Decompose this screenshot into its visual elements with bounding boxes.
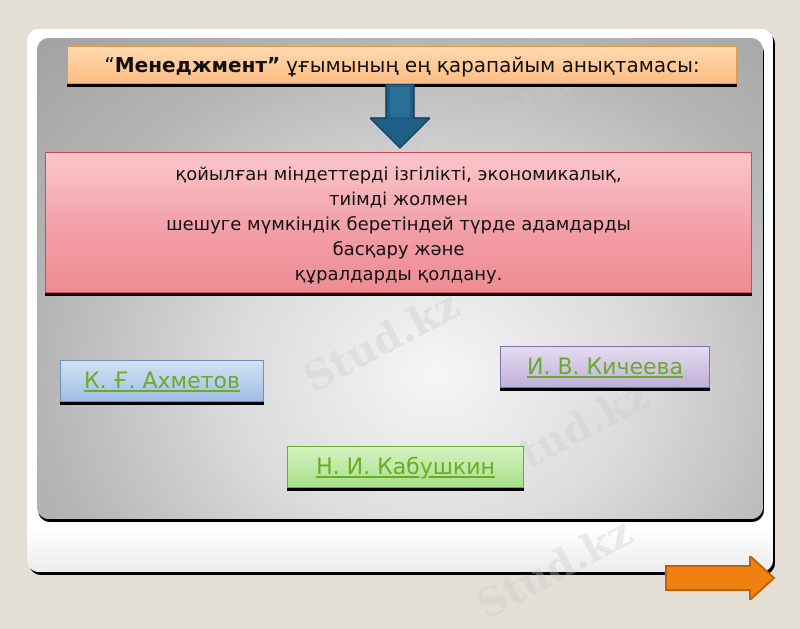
watermark-text: Stud.kz [295, 281, 467, 402]
title-rest: ұғымының ең қарапайым анықтамасы: [286, 53, 700, 77]
title-term: Менеджмент” [114, 53, 281, 77]
author-link-kabushkin[interactable]: Н. И. Кабушкин [287, 446, 524, 488]
title-quote: “ [104, 53, 115, 77]
slide-title: “ Менеджмент” ұғымының ең қарапайым анық… [67, 46, 737, 84]
definition-box: қойылған міндеттерді ізгілікті, экономик… [45, 152, 752, 293]
definition-line: шешуге мүмкіндік беретіндей түрде адамда… [166, 214, 631, 235]
author-link-akhmetov[interactable]: К. Ғ. Ахметов [60, 360, 264, 402]
author-link-kicheeva[interactable]: И. В. Кичеева [500, 346, 710, 388]
definition-line: басқару және [332, 239, 465, 260]
arrow-down-icon [370, 84, 430, 150]
next-slide-button[interactable] [664, 556, 776, 600]
definition-line: құралдарды қолдану. [294, 264, 503, 285]
definition-line: тиімді жолмен [328, 189, 469, 210]
arrow-right-icon [665, 556, 776, 600]
definition-line: қойылған міндеттерді ізгілікті, экономик… [175, 164, 622, 185]
